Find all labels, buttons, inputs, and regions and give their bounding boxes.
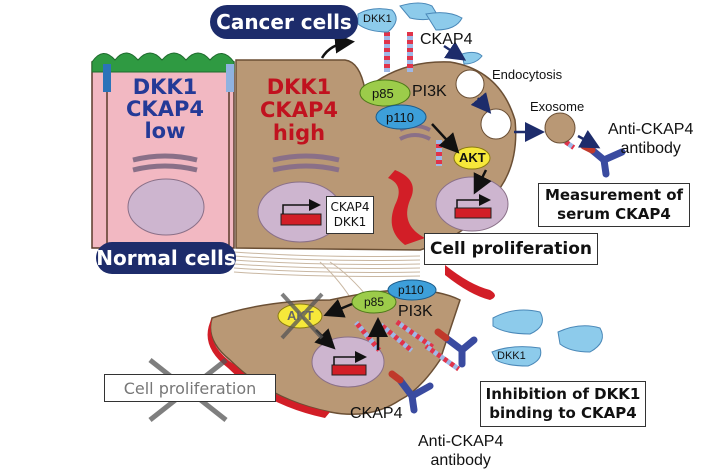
- promoter-arrow-left: [282, 199, 321, 214]
- exosome-label: Exosome: [530, 99, 585, 114]
- endosome-vesicle: [455, 69, 485, 99]
- gene-bottom: [331, 364, 367, 376]
- cancer-marker-line-3: high: [272, 121, 326, 145]
- pi3k-bottom-label: PI3K: [398, 303, 433, 320]
- cancer-marker-line-1: DKK1: [266, 75, 332, 99]
- anti-ckap4-top-line-1: Anti-CKAP4: [608, 121, 694, 138]
- p85-bottom-label: p85: [364, 295, 385, 309]
- crossed-proliferation-box: Cell proliferation: [104, 374, 276, 402]
- gene-box-line-1: CKAP4: [330, 200, 370, 214]
- akt-bottom-label: AKT: [287, 308, 314, 323]
- anti-ckap4-top-label: Anti-CKAP4 antibody: [608, 120, 693, 158]
- antibody-bottom-1: [434, 328, 478, 368]
- p110-top: [375, 104, 427, 130]
- normal-marker-line-2: CKAP4: [126, 97, 204, 121]
- pi3k-top-label: PI3K: [412, 83, 447, 100]
- cell-proliferation-box: Cell proliferation: [424, 233, 598, 265]
- anti-ckap4-top-line-2: antibody: [620, 140, 681, 157]
- p110-bottom-label: p110: [398, 283, 424, 297]
- antibody-bottom-2: [388, 370, 434, 414]
- normal-cells-text: Normal cells: [96, 246, 236, 270]
- measurement-line-1: Measurement of: [544, 186, 684, 204]
- gene-box: CKAP4 DKK1: [326, 196, 374, 234]
- arrow-p85-to-akt-bottom: [323, 299, 353, 318]
- cell-proliferation-text: Cell proliferation: [430, 239, 592, 259]
- p85-bottom: [351, 290, 397, 314]
- anti-ckap4-bottom-line-1: Anti-CKAP4: [418, 433, 504, 450]
- inhibition-line-1: Inhibition of DKK1: [485, 385, 641, 403]
- inhibition-line-2: binding to CKAP4: [489, 404, 637, 422]
- cancer-marker-label: DKK1 CKAP4 high: [244, 76, 354, 145]
- promoter-arrow-bottom: [333, 351, 367, 365]
- anti-ckap4-bottom-line-2: antibody: [430, 452, 491, 469]
- p110-bottom: [387, 279, 437, 301]
- dkk1-bottom-label: DKK1: [497, 350, 526, 362]
- membrane-accent: [445, 265, 495, 300]
- akt-top: [453, 146, 491, 170]
- measurement-box: Measurement of serum CKAP4: [538, 183, 690, 227]
- gene-box-line-2: DKK1: [333, 215, 367, 229]
- arrow-pi3k-to-akt: [431, 123, 460, 154]
- p85-top: [359, 79, 411, 107]
- akt-blocked-x: [280, 292, 324, 340]
- arrow-to-cancer-cells: [320, 33, 355, 59]
- ckap4-bottom-label: CKAP4: [350, 405, 403, 422]
- promoter-arrow-right: [456, 194, 491, 208]
- dkk1-top-label: DKK1: [363, 13, 392, 25]
- exosome: [544, 112, 576, 144]
- gene-right: [454, 207, 492, 219]
- measurement-line-2: serum CKAP4: [557, 205, 671, 223]
- internalized-vesicle: [480, 108, 512, 140]
- arrow-exosome-to-measure: [577, 129, 601, 149]
- arrow-endosome-down: [470, 92, 492, 114]
- cancer-marker-line-2: CKAP4: [260, 98, 338, 122]
- normal-marker-label: DKK1 CKAP4 low: [116, 76, 214, 142]
- p110-top-label: p110: [386, 110, 414, 125]
- inhibition-box: Inhibition of DKK1 binding to CKAP4: [480, 381, 646, 427]
- p85-top-label: p85: [372, 86, 394, 101]
- gene-left: [280, 213, 322, 226]
- dkk1-ligands-top: [357, 2, 483, 65]
- cancer-cells-label: Cancer cells: [210, 5, 358, 39]
- arrow-akt-to-nucleus: [473, 169, 492, 195]
- crossed-proliferation-text: Cell proliferation: [123, 378, 257, 398]
- dkk1-ligands-bottom: [491, 309, 603, 367]
- cancer-cells-text: Cancer cells: [216, 10, 352, 34]
- arrow-ckap4-to-endocytosis: [443, 41, 467, 61]
- normal-marker-line-3: low: [144, 119, 186, 143]
- normal-marker-line-1: DKK1: [132, 75, 198, 99]
- cancer-nucleus-right: [435, 176, 509, 232]
- normal-nucleus: [127, 178, 205, 236]
- ckap4-top-label: CKAP4: [420, 31, 473, 48]
- endocytosis-label: Endocytosis: [492, 67, 563, 82]
- anti-ckap4-bottom-label: Anti-CKAP4 antibody: [418, 432, 503, 470]
- akt-top-label: AKT: [459, 150, 486, 165]
- normal-cells-label: Normal cells: [96, 242, 236, 274]
